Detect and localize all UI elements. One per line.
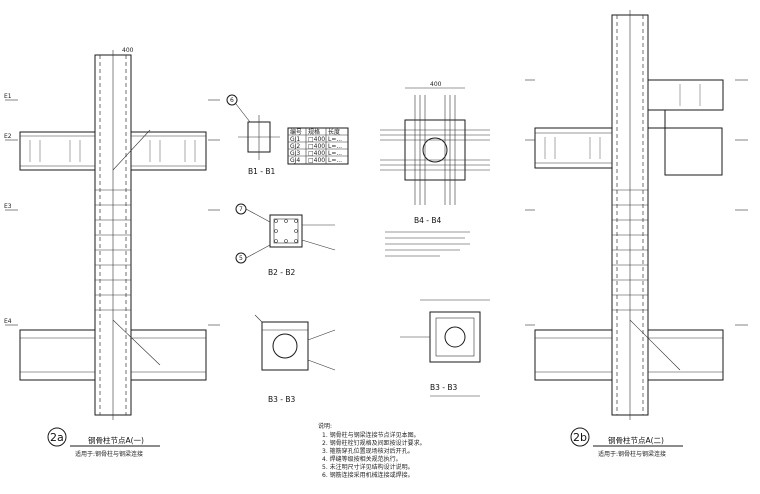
upper-beam-left-a [19, 131, 96, 171]
section-b4-outline [404, 119, 466, 181]
section-b4-core [422, 137, 448, 163]
elev-mark-2: E2 [4, 133, 12, 140]
note-3: 3. 箍筋穿孔位置现场核对后开孔。 [322, 447, 414, 455]
upper-beam-right-a [130, 131, 207, 171]
b1-table-cell-3-0: GJ4 [290, 157, 300, 164]
upper-beam-left-b [534, 127, 613, 169]
b1-table-cell-2-2: L=... [328, 150, 342, 157]
elev-mark-1: E1 [4, 93, 12, 100]
detail-tag-circle-2b [570, 427, 590, 447]
section-b3-core [272, 333, 298, 359]
section-b3-outline [261, 321, 309, 371]
notes-title: 说明: [318, 422, 332, 430]
detail-subtitle-2b: 适用于:钢骨柱与钢梁连接 [598, 450, 666, 458]
callout-6-circle [226, 94, 238, 106]
callout-5: 5 [239, 255, 243, 262]
b1-table-cell-2-0: GJ3 [290, 150, 300, 157]
callout-7: 7 [239, 206, 243, 213]
section-b3b-title: B3 - B3 [430, 383, 458, 392]
section-b3b: B3 - B3 [400, 299, 490, 397]
section-b3: B3 - B3 [254, 314, 336, 404]
b1-table-cell-1-1: □400 [308, 143, 325, 150]
note-5: 5. 未注明尺寸详见结构设计说明。 [322, 463, 414, 471]
detail-tag-circle-2a [47, 427, 67, 447]
detail-tag-2b: 2b [573, 431, 587, 444]
section-b4-title: B4 - B4 [414, 216, 442, 225]
b1-table-cell-3-1: □400 [308, 157, 325, 164]
b1-table-cell-0-1: □400 [308, 136, 325, 143]
note-2: 2. 钢骨柱栓钉规格及间距按设计要求。 [322, 439, 426, 447]
section-b1-title: B1 - B1 [248, 167, 276, 176]
b1-table-header-2: 长度 [328, 128, 340, 136]
b1-table-header-0: 编号 [290, 128, 302, 136]
note-4: 4. 焊缝等级按相关规范执行。 [322, 455, 402, 463]
lower-beam-right-b [647, 329, 724, 381]
b1-table-header-1: 规格 [308, 128, 320, 136]
b4-dim-top: 400 [430, 81, 442, 88]
b1-table-cell-0-2: L=... [328, 136, 342, 143]
detail-subtitle-2a: 适用于:钢骨柱与钢梁连接 [75, 450, 143, 458]
lower-beam-left-a [19, 329, 96, 381]
detail-title-2b: 钢骨柱节点A(二) [608, 435, 664, 445]
b1-table-cell-0-0: GJ1 [290, 136, 300, 143]
detail-2a: 400 E1 E2 E3 E4 2a 钢骨柱节点A(一) 适用于:钢骨柱与钢梁连… [4, 47, 220, 458]
section-b1: 6 B1 - B1 编号 规格 长度 GJ1 □400 L=... GJ2 □4… [226, 94, 349, 176]
upper-beam-right-b [647, 79, 724, 111]
section-b3b-outline [429, 311, 481, 363]
dim-top-left: 400 [122, 47, 134, 54]
section-b2-title: B2 - B2 [268, 268, 296, 277]
section-b3-title: B3 - B3 [268, 395, 296, 404]
elev-mark-4: E4 [4, 318, 12, 325]
lower-beam-right-a [130, 329, 207, 381]
detail-2b: 2b 钢骨柱节点A(二) 适用于:钢骨柱与钢梁连接 [525, 10, 748, 458]
b1-table: 编号 规格 长度 GJ1 □400 L=... GJ2 □400 L=... G… [287, 127, 349, 165]
b1-table-cell-1-0: GJ2 [290, 143, 300, 150]
b1-table-cell-2-1: □400 [308, 150, 325, 157]
section-b2-outline [269, 214, 303, 248]
notes-block: 说明: 1. 钢骨柱与钢梁连接节点详见本图。 2. 钢骨柱栓钉规格及间距按设计要… [318, 422, 426, 479]
elev-mark-3: E3 [4, 203, 12, 210]
b1-table-cell-1-2: L=... [328, 143, 342, 150]
callout-6: 6 [230, 97, 234, 104]
detail-tag-2a: 2a [50, 431, 64, 444]
section-b3b-core [444, 326, 466, 348]
b1-table-cell-3-2: L=... [328, 157, 342, 164]
haunch-b [648, 109, 723, 176]
note-1: 1. 钢骨柱与钢梁连接节点详见本图。 [322, 431, 420, 439]
detail-title-2a: 钢骨柱节点A(一) [88, 435, 144, 445]
note-6: 6. 钢筋连接采用机械连接或焊接。 [322, 471, 414, 479]
section-b4: 400 B4 - B4 [380, 81, 490, 257]
lower-beam-left-b [534, 329, 613, 381]
section-b2: 7 5 B2 - B2 [235, 203, 336, 277]
